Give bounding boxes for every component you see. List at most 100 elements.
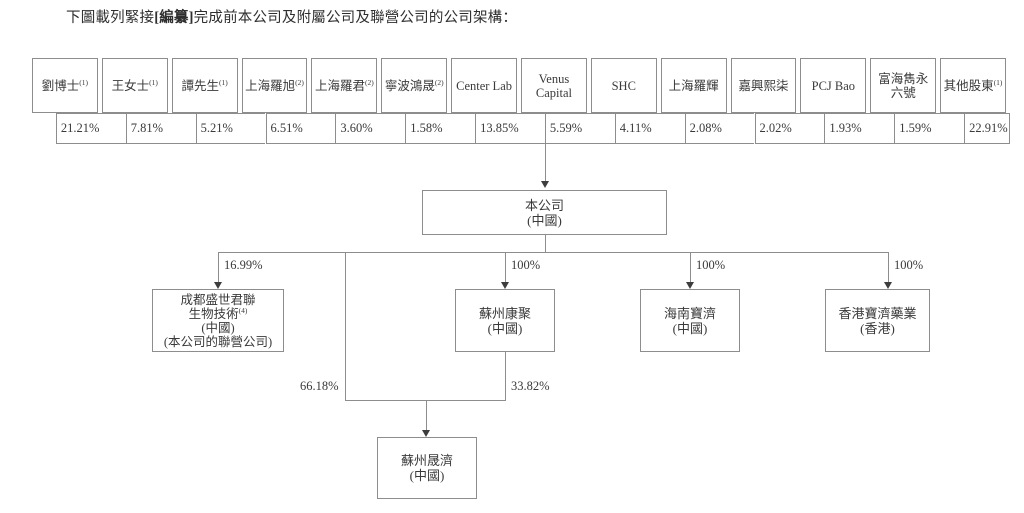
pct-subsidiary-1: 100% [696,258,726,272]
shareholder-pct-12: 1.59% [899,121,932,135]
intro-paragraph: 下圖載列緊接[編纂]完成前本公司及附屬公司及聯營公司的公司架構： [66,8,517,28]
pct-tier3-right: 33.82% [511,379,550,393]
entity-tier3-place: (中國) [409,468,445,483]
shareholder-box-3: 上海羅旭(2) [241,58,308,113]
entity-associate-relation: (本公司的聯營公司) [163,334,273,349]
shareholder-pct-7: 5.59% [549,121,583,135]
shareholder-note-3: (2) [295,77,304,87]
shareholder-box-1: 王女士(1) [101,58,168,113]
shareholder-name-12: 富海雋永六號 [878,71,929,100]
shareholder-box-10: 嘉興熙柒 [730,58,797,113]
arrow-subsidiary-0 [501,282,509,289]
shareholder-box-11: PCJ Bao [800,58,867,113]
intro-bracket: [編纂] [154,10,194,26]
shareholder-name-4: 上海羅君 [314,78,365,93]
shareholder-box-4: 上海羅君(2) [311,58,378,113]
shareholder-note-1: (1) [149,77,158,87]
shareholder-pct-cell-13: 22.91% [964,113,1010,144]
shareholder-pct-cell-1: 7.81% [125,113,196,144]
pct-associate: 16.99% [224,258,263,272]
shareholder-note-4: (2) [364,77,374,87]
shareholder-pct-1: 7.81% [130,121,164,135]
shareholder-pct-8: 4.11% [619,121,652,135]
shareholder-note-2: (1) [219,77,228,87]
shareholder-name-5: 寧波鴻晟 [384,78,435,93]
entity-subsidiary-2: 香港寶濟藥業 (香港) [825,289,930,352]
entity-associate-line2: 生物技術 [188,306,239,321]
shareholder-box-6: Center Lab [451,58,517,113]
entity-company-place: (中國) [527,212,562,228]
shareholder-pct-3: 6.51% [270,121,303,135]
shareholder-box-9: 上海羅輝 [660,58,727,113]
shareholder-name-3: 上海羅旭 [245,78,296,93]
shareholder-box-13: 其他股東(1) [940,58,1006,113]
shareholder-note-5: (2) [434,77,444,87]
stem-subsidiary-2 [888,252,889,284]
tier3-right-leg [505,352,506,400]
entity-subsidiary-0: 蘇州康聚 (中國) [455,289,555,352]
shareholder-name-13: 其他股東 [943,78,994,93]
shareholder-note-13: (1) [993,77,1003,87]
shareholder-pct-6: 13.85% [480,121,519,135]
stem-subsidiary-1 [690,252,691,284]
pct-subsidiary-2: 100% [894,258,924,272]
shareholder-pct-cell-9: 2.08% [684,113,755,144]
shareholder-pct-13: 22.91% [969,121,1008,135]
entity-company-name: 本公司 [524,197,564,213]
intro-after: 完成前本公司及附屬公司及聯營公司的公司架構： [193,10,518,26]
entity-subsidiary-1-name: 海南寶濟 [663,305,716,321]
shareholder-name-0: 劉博士 [41,78,80,93]
company-to-bus-line [545,235,546,252]
shareholder-box-0: 劉博士(1) [32,58,98,113]
shareholder-pct-cell-4: 3.60% [335,113,406,144]
shareholder-name-2: 譚先生 [181,78,219,93]
shareholder-pct-4: 3.60% [340,121,373,135]
arrow-associate [214,282,222,289]
shareholder-pct-5: 1.58% [410,121,443,135]
entity-tier3-name: 蘇州晟濟 [400,453,453,468]
pct-tier3-left: 66.18% [300,379,339,393]
entity-associate-line1: 成都盛世君聯 [180,292,256,307]
shareholder-pct-cell-8: 4.11% [614,113,685,144]
shareholder-pct-cell-11: 1.93% [824,113,895,144]
pct-subsidiary-0: 100% [511,258,541,272]
entity-associate-place: (中國) [201,320,235,335]
tier3-join-bus [345,400,506,401]
entity-associate: 成都盛世君聯 生物技術(4) (中國) (本公司的聯營公司) [152,289,284,352]
tier3-left-leg [345,252,346,400]
entity-subsidiary-0-name: 蘇州康聚 [478,305,531,321]
shareholder-note-0: (1) [79,77,89,87]
entity-subsidiary-2-name: 香港寶濟藥業 [838,305,917,321]
bus-to-company-line [545,144,546,183]
entity-company: 本公司 (中國) [422,190,667,235]
shareholder-pct-cell-12: 1.59% [894,113,965,144]
shareholder-box-5: 寧波鴻晟(2) [381,58,448,113]
entity-tier3: 蘇州晟濟 (中國) [377,437,477,499]
entity-subsidiary-2-place: (香港) [860,320,895,336]
shareholder-pct-11: 1.93% [829,121,862,135]
shareholder-name-10: 嘉興熙柒 [738,78,789,93]
shareholder-name-11: PCJ Bao [811,78,856,93]
bus-to-company-arrow [541,181,549,188]
shareholder-box-8: SHC [590,58,657,113]
tier2-distribution-bus [218,252,889,253]
shareholder-pct-cell-10: 2.02% [754,113,825,144]
stem-subsidiary-0 [505,252,506,284]
stem-associate [218,252,219,284]
shareholder-pct-cell-7: 5.59% [544,113,615,144]
shareholder-name-9: 上海羅輝 [668,78,719,93]
tier3-arrow [422,430,430,437]
shareholder-box-7: Venus Capital [521,58,587,113]
shareholder-pct-cell-3: 6.51% [265,113,336,144]
shareholder-name-1: 王女士 [111,78,150,93]
entity-subsidiary-1-place: (中國) [672,320,708,336]
shareholder-pct-cell-6: 13.85% [475,113,545,144]
shareholder-pct-2: 5.21% [200,121,233,135]
shareholder-pct-10: 2.02% [759,121,792,135]
shareholder-box-2: 譚先生(1) [171,58,238,113]
shareholder-name-6: Center Lab [456,78,512,93]
shareholder-name-8: SHC [611,78,636,93]
shareholder-name-7: Venus Capital [535,71,572,100]
shareholder-box-12: 富海雋永六號 [870,58,937,113]
arrow-subsidiary-2 [884,282,892,289]
